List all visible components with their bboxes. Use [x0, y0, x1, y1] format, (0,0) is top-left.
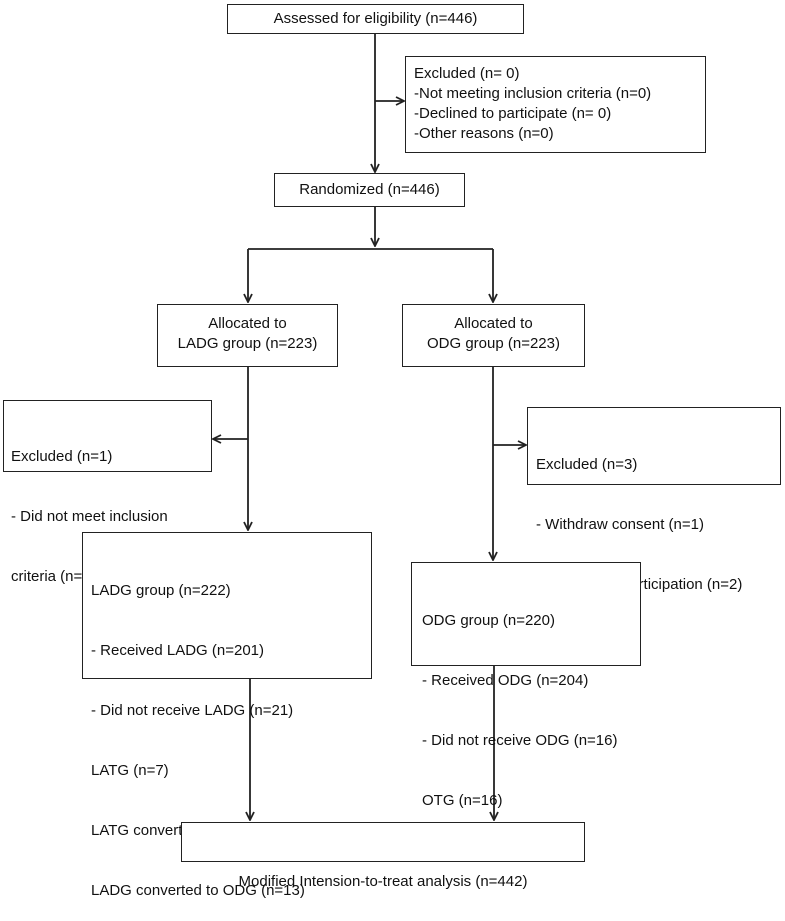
excluded-right-title: Excluded (n=3) [536, 456, 638, 473]
ladg-group-item: LATG (n=7) [91, 762, 169, 779]
ladg-group-box: LADG group (n=222) - Received LADG (n=20… [82, 532, 372, 899]
excluded-right-box: Excluded (n=3) - Withdraw consent (n=1) … [527, 407, 781, 593]
excluded-top-item: -Not meeting inclusion criteria (n=0) [414, 85, 652, 102]
ladg-allocation-line: LADG group (n=223) [177, 335, 318, 352]
excluded-top-title: Excluded (n= 0) [414, 65, 520, 82]
excluded-left-item: criteria (n=1) [11, 568, 96, 585]
randomized-box: Randomized (n=446) [274, 173, 465, 207]
excluded-top-item: -Declined to participate (n= 0) [414, 105, 612, 122]
odg-allocation-line: Allocated to [454, 315, 533, 332]
odg-group-title: ODG group (n=220) [422, 612, 555, 629]
flow-connectors [0, 34, 785, 867]
assessed-text: Assessed for eligibility (n=446) [273, 10, 478, 27]
odg-group-item: - Did not receive ODG (n=16) [422, 732, 618, 749]
excluded-top-box: Excluded (n= 0) -Not meeting inclusion c… [405, 56, 706, 153]
ladg-allocation-box: Allocated to LADG group (n=223) [157, 304, 338, 367]
odg-group-item: - Received ODG (n=204) [422, 672, 589, 689]
excluded-left-title: Excluded (n=1) [11, 448, 113, 465]
ladg-group-item: - Did not receive LADG (n=21) [91, 702, 294, 719]
excluded-top-item: -Other reasons (n=0) [414, 125, 554, 142]
excluded-right-item: - Withdraw consent (n=1) [536, 516, 704, 533]
excluded-left-box: Excluded (n=1) - Did not meet inclusion … [3, 400, 212, 585]
randomized-text: Randomized (n=446) [299, 181, 440, 198]
odg-group-box: ODG group (n=220) - Received ODG (n=204)… [411, 562, 641, 809]
analysis-text: Modified Intension-to-treat analysis (n=… [238, 873, 528, 890]
odg-allocation-line: ODG group (n=223) [427, 335, 560, 352]
odg-allocation-box: Allocated to ODG group (n=223) [402, 304, 585, 367]
ladg-group-title: LADG group (n=222) [91, 582, 231, 599]
ladg-allocation-line: Allocated to [208, 315, 287, 332]
excluded-left-item: - Did not meet inclusion [11, 508, 168, 525]
analysis-box: Modified Intension-to-treat analysis (n=… [181, 822, 585, 890]
ladg-group-item: - Received LADG (n=201) [91, 642, 264, 659]
odg-group-item: OTG (n=16) [422, 792, 503, 809]
assessed-box: Assessed for eligibility (n=446) [227, 4, 524, 34]
